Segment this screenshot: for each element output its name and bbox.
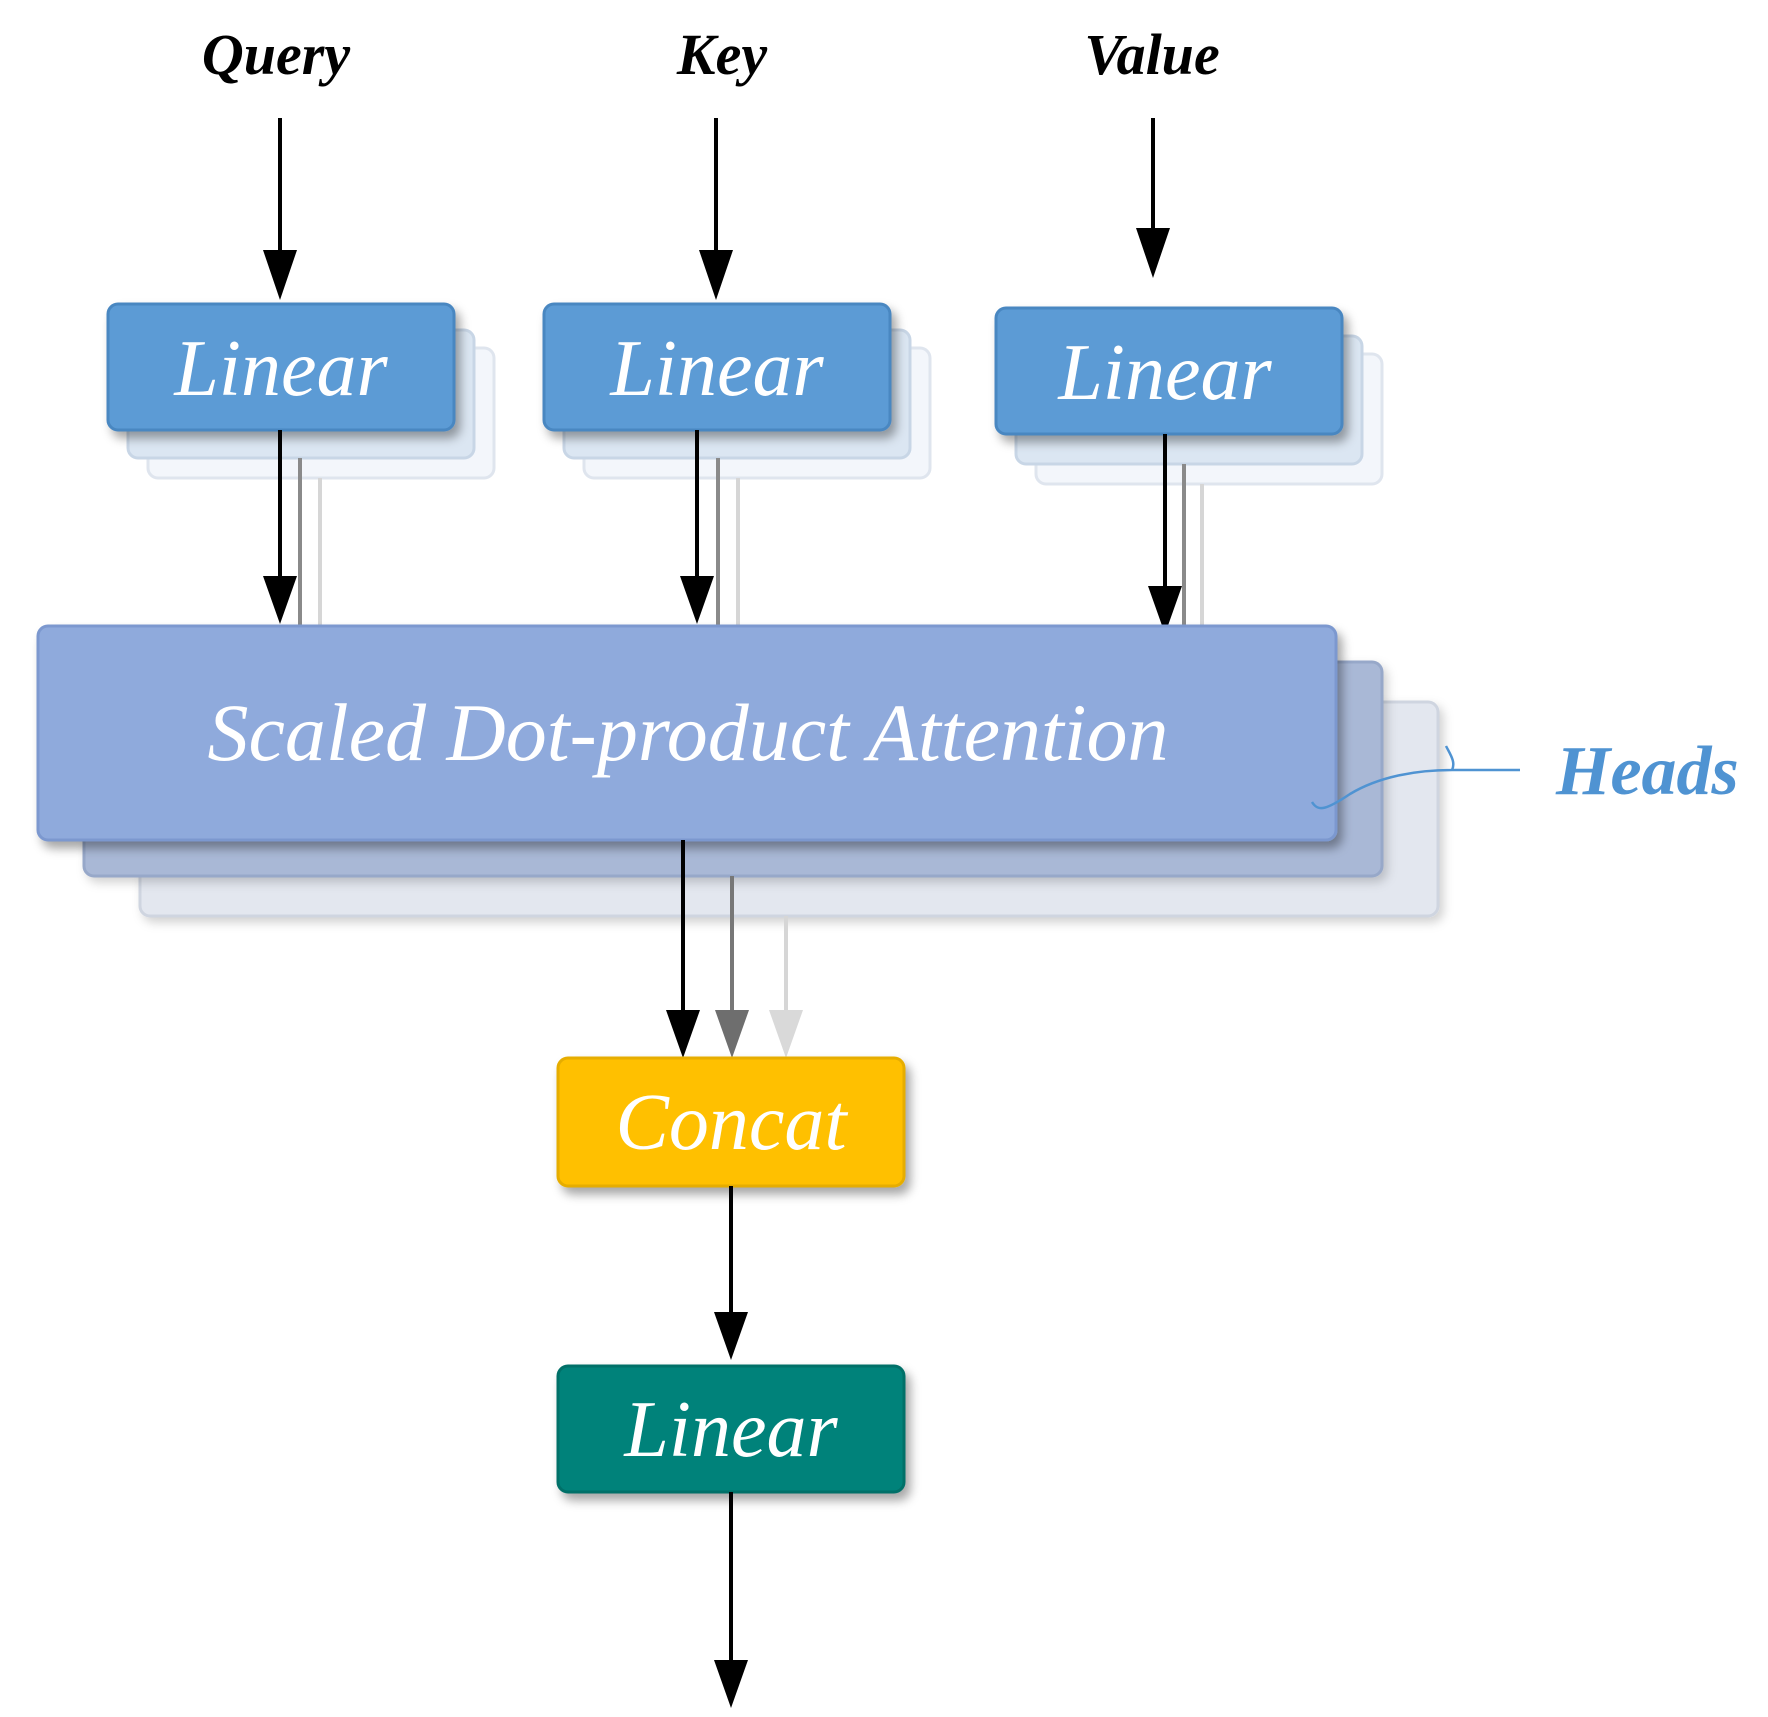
linear-key-stack: Linear <box>542 302 932 480</box>
concat-to-linear-arrowhead <box>714 1312 748 1360</box>
linear-value-stack: Linear <box>994 306 1384 486</box>
concat-label: Concat <box>615 1079 848 1167</box>
input-arrows <box>263 118 1170 300</box>
linear-key-box <box>542 302 892 432</box>
linear-to-attention-arrows <box>263 430 1204 634</box>
query-to-attention-arrowhead <box>263 576 297 624</box>
output-linear-node: Linear <box>556 1364 906 1494</box>
heads-annotation: Heads <box>1310 733 1739 810</box>
output-linear-label: Linear <box>623 1386 838 1474</box>
concat-node: Concat <box>556 1056 906 1188</box>
output-arrowhead <box>714 1660 748 1708</box>
attention-box <box>36 624 1338 842</box>
value-label: Value <box>1084 22 1219 87</box>
concat-arrowhead-dark <box>666 1010 700 1058</box>
query-arrowhead <box>263 250 297 300</box>
value-arrowhead <box>1136 228 1170 278</box>
linear-query-label: Linear <box>173 325 388 413</box>
key-to-attention-arrowhead <box>680 576 714 624</box>
key-label: Key <box>676 22 767 87</box>
value-to-attention-arrowhead <box>1148 586 1182 634</box>
linear-key-label: Linear <box>609 325 824 413</box>
heads-label: Heads <box>1555 733 1739 810</box>
attention-to-concat-arrows <box>666 840 803 1058</box>
attention-label: Scaled Dot-product Attention <box>207 687 1168 778</box>
heads-bracket <box>1310 745 1520 810</box>
concat-arrowhead-light <box>769 1010 803 1058</box>
linear-query-stack: Linear <box>106 302 496 480</box>
linear-value-box <box>994 306 1344 436</box>
key-arrowhead <box>699 250 733 300</box>
concat-arrowhead-mid <box>715 1010 749 1058</box>
linear-value-label: Linear <box>1057 329 1272 417</box>
attention-stack: Scaled Dot-product Attention <box>36 624 1440 918</box>
query-label: Query <box>202 22 350 87</box>
